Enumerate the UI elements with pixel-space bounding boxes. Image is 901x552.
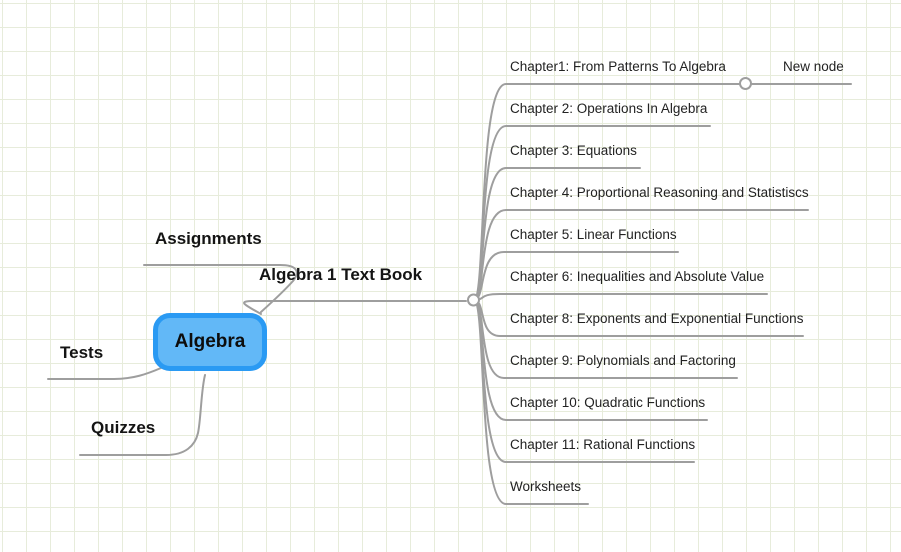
node-assignments[interactable]: Assignments xyxy=(155,229,262,248)
node-chapter-8[interactable]: Chapter 8: Exponents and Exponential Fun… xyxy=(510,311,804,326)
node-chapter-9[interactable]: Chapter 9: Polynomials and Factoring xyxy=(510,353,736,368)
textbook-collapse-handle[interactable] xyxy=(467,293,480,307)
branch-line-worksheets xyxy=(473,299,589,505)
branch-line-textbook xyxy=(243,300,467,315)
branch-line-assignments xyxy=(143,264,298,313)
node-chapter-5[interactable]: Chapter 5: Linear Functions xyxy=(510,227,677,242)
node-chapter-6[interactable]: Chapter 6: Inequalities and Absolute Val… xyxy=(510,269,765,284)
node-chapter-3[interactable]: Chapter 3: Equations xyxy=(510,143,637,158)
branch-line-tests xyxy=(47,367,162,380)
node-worksheets[interactable]: Worksheets xyxy=(510,479,582,494)
branch-line-chapter-4 xyxy=(473,209,809,301)
node-chapter-4[interactable]: Chapter 4: Proportional Reasoning and St… xyxy=(510,185,809,200)
chapter1-collapse-handle[interactable] xyxy=(739,77,752,90)
branch-line-chapter-6 xyxy=(473,293,768,301)
node-chapter-1[interactable]: Chapter1: From Patterns To Algebra xyxy=(510,59,726,74)
node-tests[interactable]: Tests xyxy=(60,343,104,362)
node-quizzes[interactable]: Quizzes xyxy=(91,418,156,437)
node-textbook[interactable]: Algebra 1 Text Book xyxy=(259,265,423,284)
node-chapter-11[interactable]: Chapter 11: Rational Functions xyxy=(510,437,696,452)
root-node-algebra[interactable]: Algebra xyxy=(153,313,267,371)
node-chapter-10[interactable]: Chapter 10: Quadratic Functions xyxy=(510,395,706,410)
node-chapter-2[interactable]: Chapter 2: Operations In Algebra xyxy=(510,101,708,116)
node-new-node[interactable]: New node xyxy=(783,59,844,74)
branch-line-quizzes xyxy=(79,374,206,456)
